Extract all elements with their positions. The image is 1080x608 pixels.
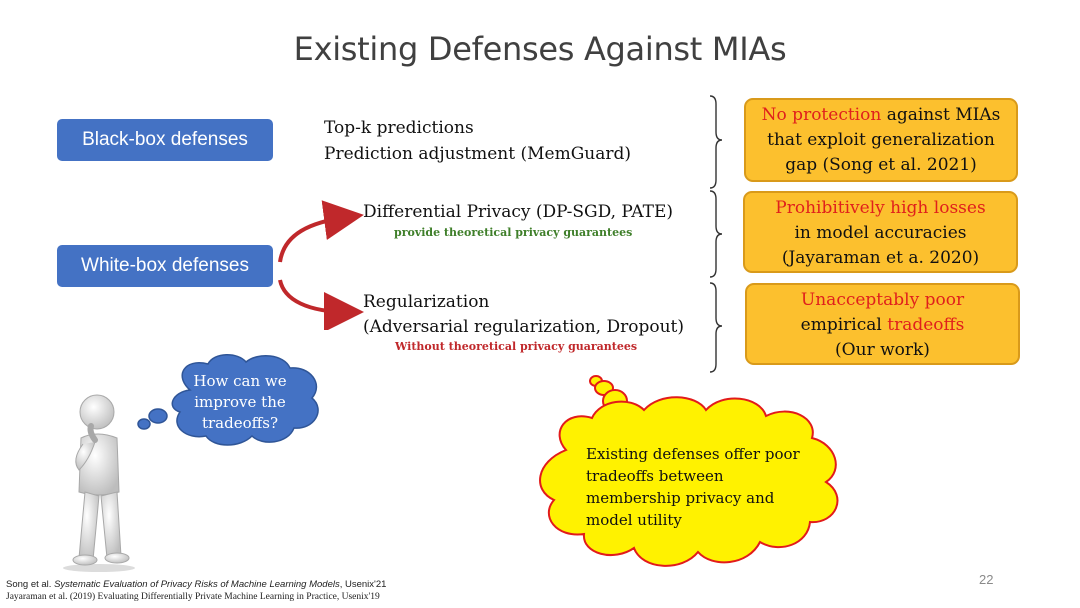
box3-line2: empirical — [800, 315, 888, 335]
reference-2: Jayaraman et al. (2019) Evaluating Diffe… — [6, 592, 380, 602]
dp-title: Differential Privacy (DP-SGD, PATE) — [363, 202, 674, 222]
box3-tradeoffs: tradeoffs — [887, 315, 965, 335]
thought-line-3: tradeoffs? — [201, 414, 279, 432]
box2-line3: (Jayaraman et a. 2020) — [781, 248, 980, 268]
reference-1-authors: Song et al. — [6, 579, 55, 590]
braces — [709, 95, 723, 373]
brace-middle — [709, 190, 723, 278]
cloud-line-2: tradeoffs between — [586, 467, 724, 485]
black-box-item-topk: Top-k predictions — [324, 118, 474, 138]
page-number: 22 — [979, 572, 994, 587]
arrow-to-dp — [278, 200, 364, 263]
page-title: Existing Defenses Against MIAs — [293, 30, 787, 68]
finding-box-regularization: Unacceptably poor empirical tradeoffs (O… — [745, 283, 1020, 365]
thought-line-1: How can we — [193, 372, 287, 390]
brace-top — [709, 95, 723, 189]
box1-highlight: No protection — [761, 105, 882, 125]
regularization-title: Regularization — [363, 292, 490, 312]
box1-line1: against MIAs — [881, 105, 1001, 125]
black-box-item-memguard: Prediction adjustment (MemGuard) — [324, 144, 632, 164]
thought-bubble-shape — [137, 354, 319, 446]
regularization-note: Without theoretical privacy guarantees — [395, 340, 638, 353]
box1-line2: that exploit generalization — [767, 130, 995, 150]
cloud-line-1: Existing defenses offer poor — [586, 445, 800, 463]
black-box-label: Black-box defenses — [57, 119, 273, 161]
finding-box-black-box: No protection against MIAs that exploit … — [744, 98, 1018, 182]
thinking-figure-image — [63, 394, 135, 572]
yellow-cloud-shape — [539, 375, 839, 567]
box1-line3: gap (Song et al. 2021) — [785, 155, 977, 175]
reference-1-title: Systematic Evaluation of Privacy Risks o… — [54, 579, 340, 590]
cloud-line-3: membership privacy and — [586, 489, 775, 507]
reference-1: Song et al. Systematic Evaluation of Pri… — [6, 579, 386, 590]
finding-box-dp: Prohibitively high losses in model accur… — [743, 191, 1018, 273]
branch-arrows — [278, 200, 364, 330]
thought-bubble-text: How can we improve the tradeoffs? — [180, 371, 300, 434]
box3-line3: (Our work) — [835, 340, 930, 360]
arrow-to-regularization — [278, 279, 364, 330]
dp-note: provide theoretical privacy guarantees — [394, 226, 633, 239]
box2-line2: in model accuracies — [794, 223, 967, 243]
box2-highlight: Prohibitively high losses — [775, 198, 986, 218]
yellow-cloud-text: Existing defenses offer poor tradeoffs b… — [586, 443, 800, 531]
thought-line-2: improve the — [194, 393, 286, 411]
regularization-subtitle: (Adversarial regularization, Dropout) — [363, 317, 685, 337]
box3-highlight: Unacceptably poor — [800, 290, 965, 310]
cloud-line-4: model utility — [586, 511, 682, 529]
reference-1-venue: , Usenix'21 — [339, 579, 387, 590]
white-box-label: White-box defenses — [57, 245, 273, 287]
brace-bottom — [709, 282, 723, 373]
